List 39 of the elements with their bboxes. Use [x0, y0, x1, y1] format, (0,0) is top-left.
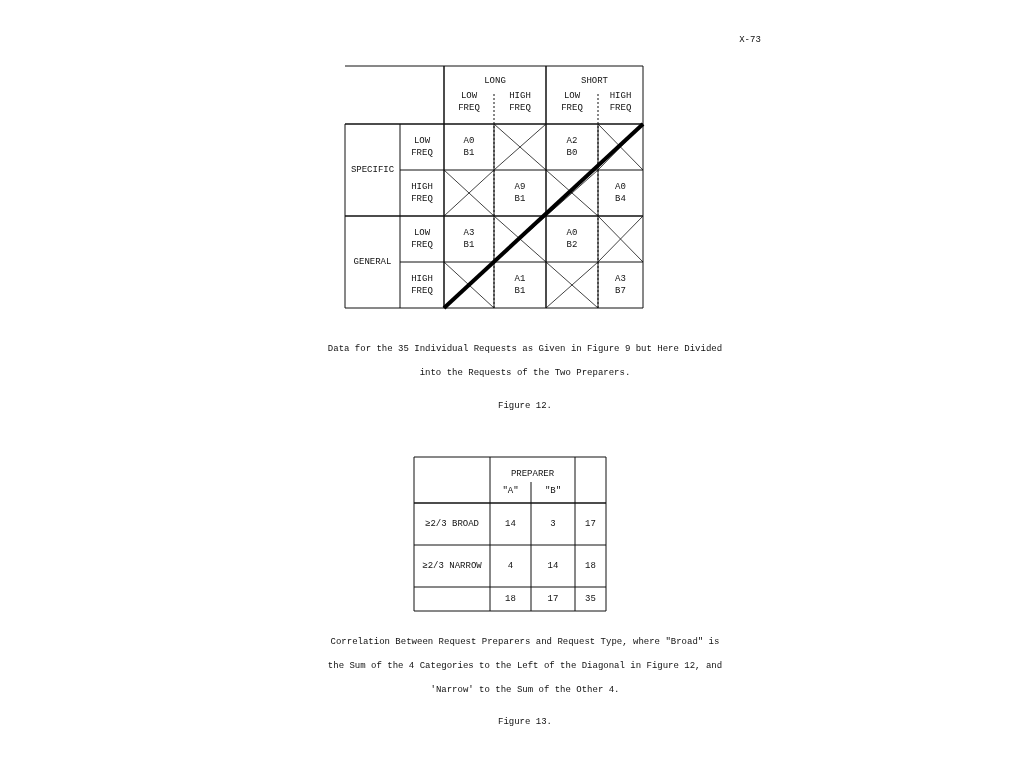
column-header: LONG [484, 75, 506, 87]
column-header: LOW FREQ [457, 90, 481, 114]
column-header: HIGH FREQ [508, 90, 532, 114]
figure-caption: Correlation Between Request Preparers and Request Type, where "Broad" is the Sum of the 4 Categories to the Left of the Diagonal in Figure 12, and 'Narrow' to the Sum of the Other 4. [326, 636, 724, 697]
figure-caption: Data for the 35 Individual Requests as Given in Figure 9 but Here Divided into the Requests of the Two Preparers. [326, 343, 724, 380]
table-cell: 17 [547, 593, 559, 605]
row-header: HIGH FREQ [410, 181, 434, 205]
table-cell: 17 [585, 518, 596, 530]
figure-label: Figure 13. [498, 716, 552, 728]
table-cell: 18 [585, 560, 596, 572]
table-cell: 14 [547, 560, 559, 572]
table-cell-text: A0 B4 [614, 181, 627, 205]
column-header: "B" [544, 485, 562, 497]
row-header: ≥2/3 NARROW [422, 560, 482, 572]
row-header: SPECIFIC [350, 164, 395, 176]
table-cell-text: A3 B1 [462, 227, 476, 251]
table-cell-text: A9 B1 [513, 181, 527, 205]
table-cell-text: A2 B0 [565, 135, 579, 159]
column-header: SHORT [581, 75, 608, 87]
table-cell-text: A0 B2 [565, 227, 579, 251]
column-header: "A" [502, 485, 519, 497]
table-cell: 3 [550, 518, 556, 530]
table-cell-text: A0 B1 [462, 135, 476, 159]
table-cell: 14 [505, 518, 516, 530]
table-cell-text: A1 B1 [513, 273, 527, 297]
row-header: ≥2/3 BROAD [425, 518, 479, 530]
table-cell: 4 [507, 560, 514, 572]
table-cell-text: A3 B7 [614, 273, 627, 297]
column-header: LOW FREQ [560, 90, 584, 114]
figure-label: Figure 12. [498, 400, 552, 412]
table-cell: 18 [505, 593, 516, 605]
row-header: LOW FREQ [410, 227, 434, 251]
table-cell: 35 [585, 593, 596, 605]
column-header: HIGH FREQ [608, 90, 633, 114]
page-number: X-73 [739, 34, 761, 46]
row-header: GENERAL [353, 256, 392, 268]
row-header: LOW FREQ [410, 135, 434, 159]
column-header: PREPARER [510, 468, 555, 480]
row-header: HIGH FREQ [410, 273, 434, 297]
